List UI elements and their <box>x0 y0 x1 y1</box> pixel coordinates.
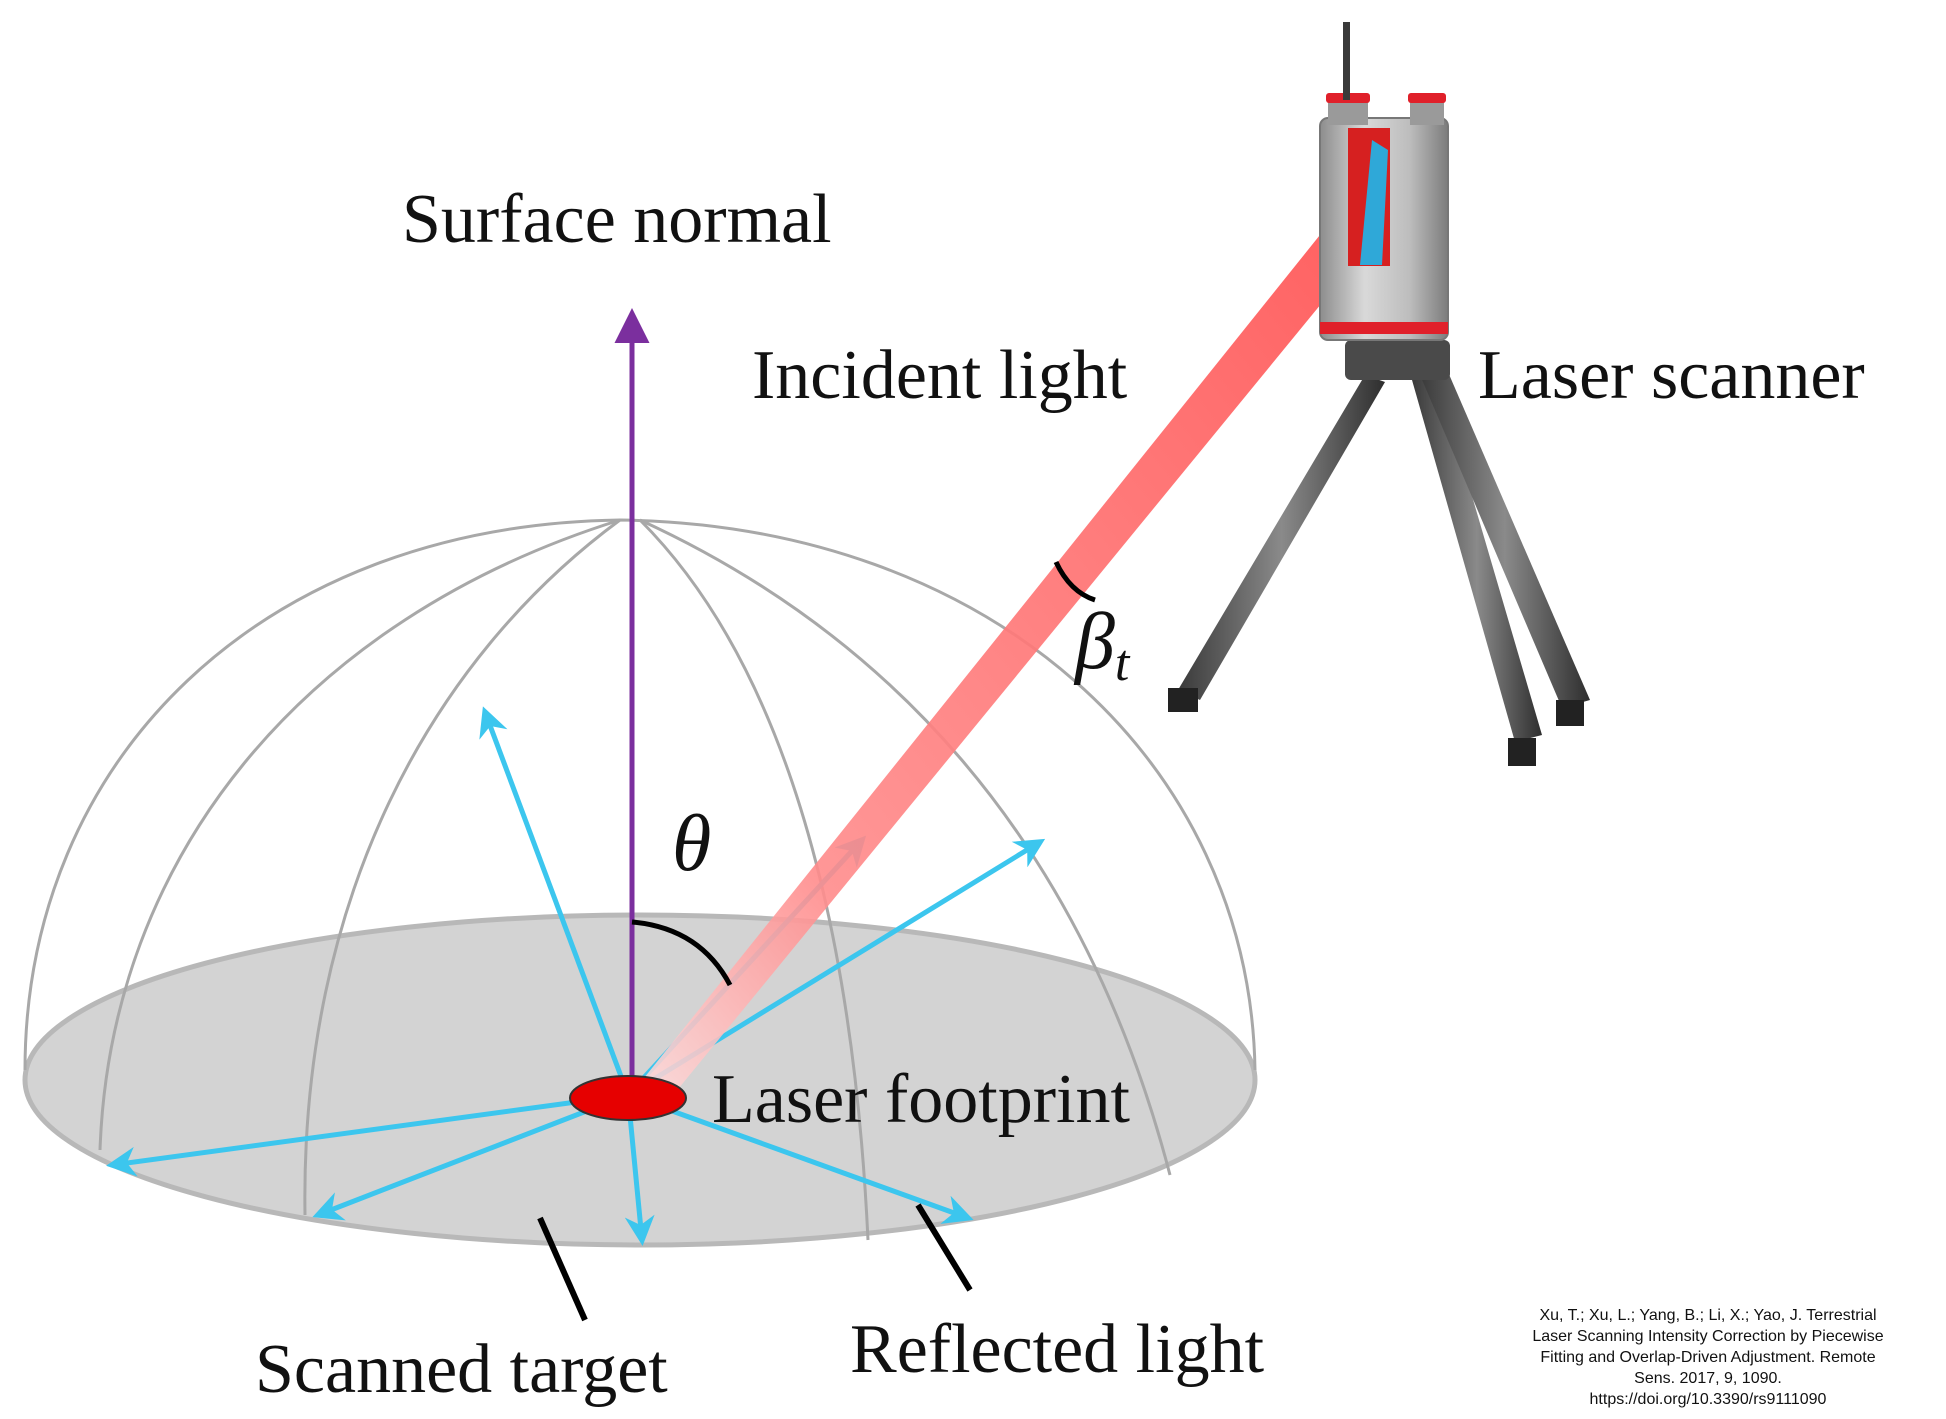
label-scanned-target: Scanned target <box>255 1331 668 1408</box>
laser-footprint <box>569 1075 687 1121</box>
label-incident-light: Incident light <box>752 337 1128 414</box>
label-beta-subscript: t <box>1115 635 1131 692</box>
citation-line-5: https://doi.org/10.3390/rs9111090 <box>1590 1391 1827 1408</box>
scanner-mirror <box>1360 140 1388 265</box>
label-beta-symbol: β <box>1073 598 1115 686</box>
label-surface-normal: Surface normal <box>402 181 832 258</box>
theta-arc <box>631 919 733 987</box>
label-laser-scanner: Laser scanner <box>1478 337 1865 414</box>
tripod-head <box>1345 340 1450 380</box>
scanner-cap-right <box>1408 93 1446 103</box>
citation: Xu, T.; Xu, L.; Yang, B.; Li, X.; Yao, J… <box>1532 1307 1883 1408</box>
tripod-leg-right <box>1420 372 1590 708</box>
laser-beam <box>628 195 1380 1105</box>
tripod-leg-middle <box>1412 380 1542 742</box>
laser-scanner <box>1168 22 1590 766</box>
label-reflected-light: Reflected light <box>850 1311 1265 1388</box>
label-laser-footprint: Laser footprint <box>712 1061 1130 1138</box>
tripod-foot-left <box>1168 688 1198 712</box>
citation-line-2: Laser Scanning Intensity Correction by P… <box>1532 1328 1883 1345</box>
reflected-light-leader <box>915 1203 973 1292</box>
hemisphere-dome <box>23 518 1257 1241</box>
citation-line-3: Fitting and Overlap-Driven Adjustment. R… <box>1540 1349 1875 1366</box>
beta-arc <box>1053 560 1096 603</box>
label-theta: θ <box>672 800 711 888</box>
citation-line-1: Xu, T.; Xu, L.; Yang, B.; Li, X.; Yao, J… <box>1539 1307 1876 1324</box>
tripod-foot-middle <box>1508 738 1536 766</box>
scanner-band <box>1320 322 1448 334</box>
tripod-leg-left <box>1178 375 1385 700</box>
tripod-foot-right <box>1556 700 1584 726</box>
scanner-antenna <box>1343 22 1350 100</box>
scanned-target-leader <box>537 1216 588 1322</box>
citation-line-4: Sens. 2017, 9, 1090. <box>1634 1370 1782 1387</box>
label-beta: βt <box>1073 598 1131 692</box>
scanner-post-left <box>1328 100 1368 125</box>
scanner-post-right <box>1410 100 1444 125</box>
